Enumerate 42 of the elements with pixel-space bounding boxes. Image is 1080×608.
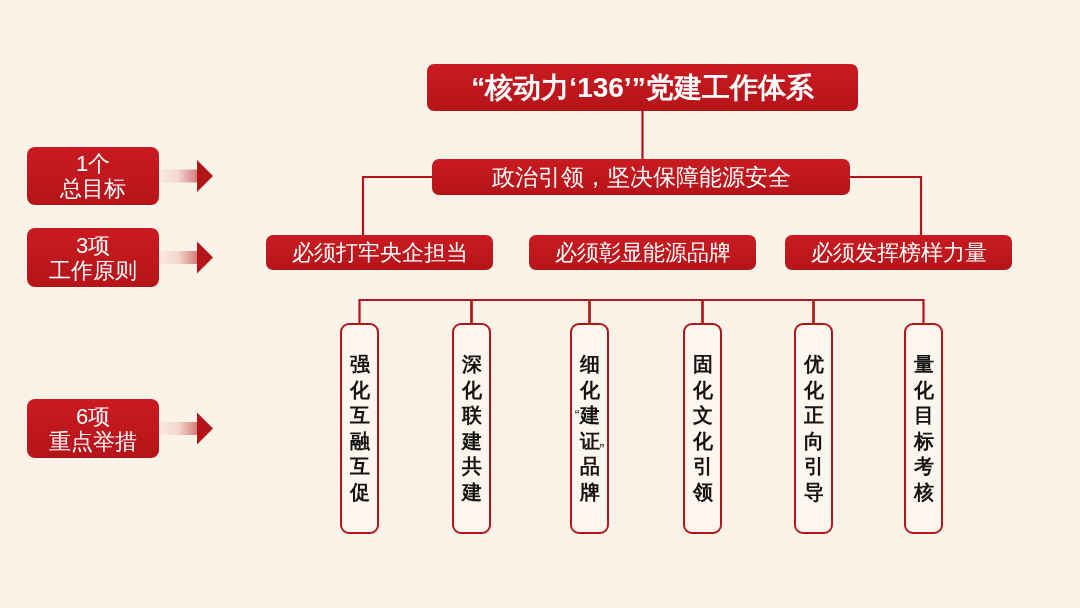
- vertical-text: 细化“建证”品牌: [573, 352, 606, 505]
- category-label: 重点举措: [49, 428, 137, 454]
- tag-box: [340, 323, 379, 534]
- tag-box: [794, 323, 833, 534]
- tag-box: [683, 323, 722, 534]
- label-text: 政治引领，坚决保障能源安全: [491, 163, 791, 191]
- label-text: 必须打牢央企担当: [291, 239, 468, 266]
- label-box: [266, 235, 493, 270]
- category-count: 6项: [75, 403, 111, 429]
- title-box: [427, 64, 858, 111]
- vertical-text: 固化文化引领: [691, 352, 714, 505]
- label-text: 必须彰显能源品牌: [554, 239, 731, 266]
- label-text: 必须发挥榜样力量: [810, 239, 987, 266]
- category-box: [27, 399, 159, 458]
- arrow: [159, 241, 213, 274]
- category-box: [27, 228, 159, 287]
- tag-box: [452, 323, 491, 534]
- connector-line: [361, 175, 432, 235]
- connector-line: [701, 298, 815, 323]
- title-text: “核动力‘136’”党建工作体系: [471, 71, 814, 104]
- category-count: 1个: [75, 151, 111, 176]
- connector-line: [588, 298, 704, 323]
- vertical-text: 深化联建共建: [460, 352, 483, 505]
- category-count: 3项: [75, 232, 111, 258]
- tag-box: [570, 323, 609, 534]
- connector-line: [358, 298, 473, 323]
- vertical-text: 量化目标考核: [912, 352, 935, 505]
- connector-line: [470, 298, 591, 323]
- vertical-text: 优化正向引导: [802, 352, 825, 505]
- connector-line: [850, 175, 923, 235]
- connector-line: [812, 298, 925, 323]
- label-box: [432, 159, 850, 195]
- tag-box: [904, 323, 943, 534]
- category-label: 工作原则: [49, 257, 137, 283]
- vertical-text: 强化互融互促: [348, 352, 371, 505]
- category-label: 总目标: [60, 176, 126, 201]
- label-box: [529, 235, 756, 270]
- category-box: [27, 147, 159, 205]
- connector-line: [641, 111, 644, 159]
- arrow: [159, 160, 213, 192]
- label-box: [785, 235, 1012, 270]
- arrow: [159, 412, 213, 445]
